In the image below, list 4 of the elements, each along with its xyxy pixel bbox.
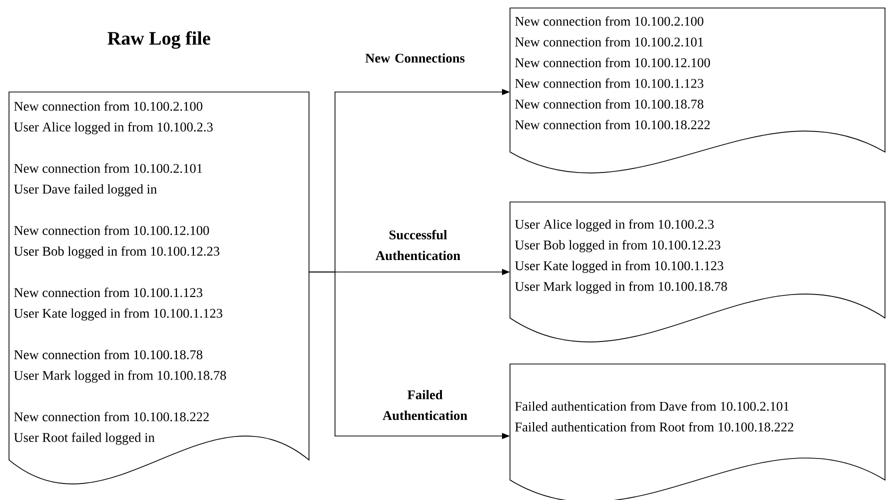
title: Raw Log file	[108, 31, 210, 49]
edge-label: New Connections	[359, 52, 471, 64]
edge-label: Successful Authentication	[362, 228, 474, 262]
edge-label: Failed Authentication	[369, 388, 481, 422]
